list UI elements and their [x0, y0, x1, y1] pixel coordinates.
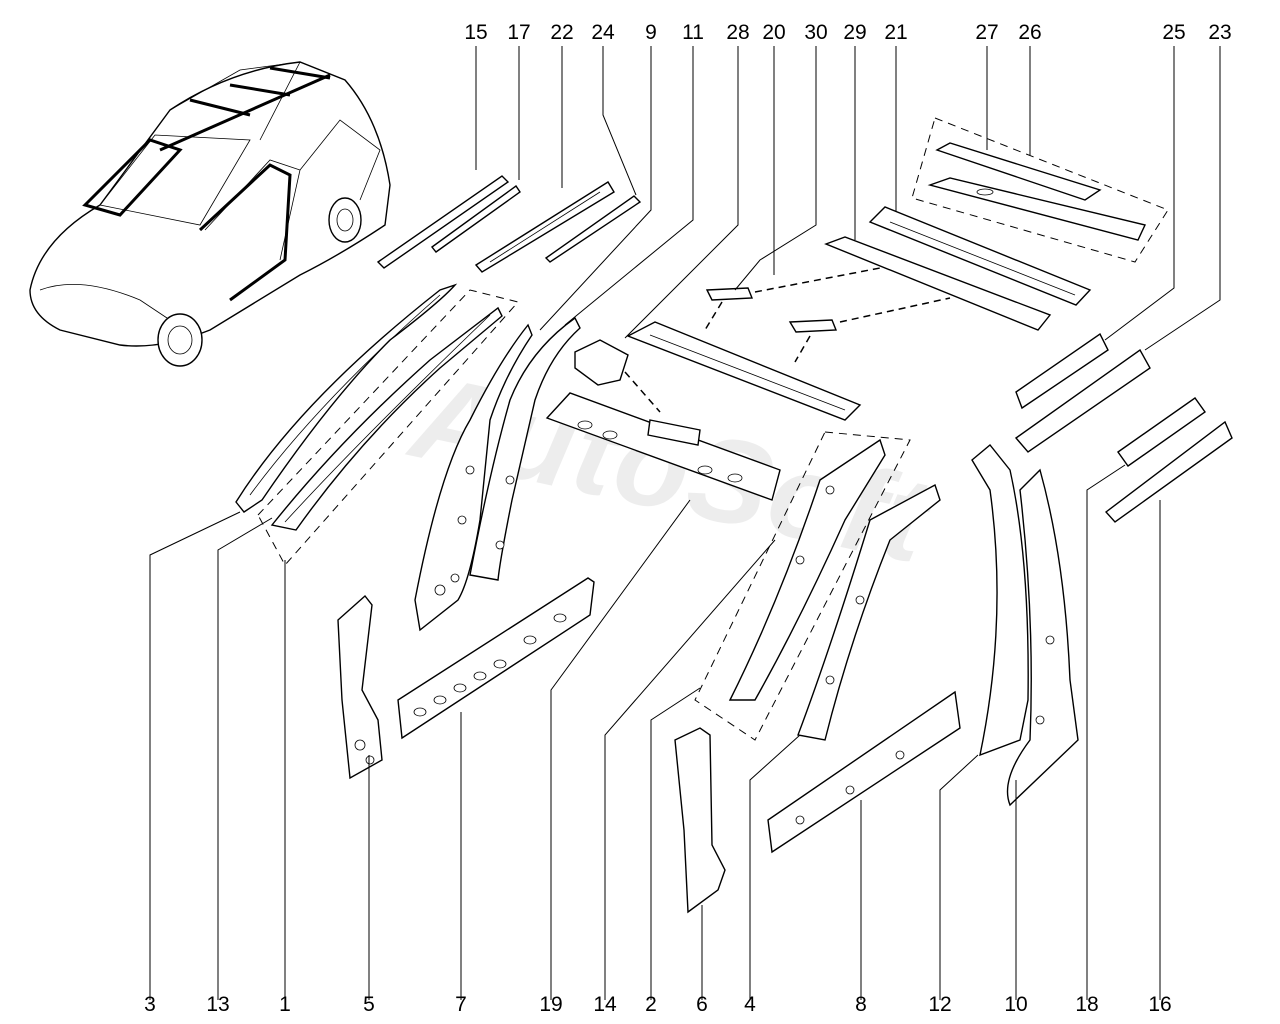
part-22-strip	[474, 181, 615, 273]
arrow-pad-a-down	[704, 301, 723, 331]
part-16-panel	[1104, 420, 1233, 523]
callout-7: 7	[455, 993, 467, 1016]
part-23-panel	[1014, 348, 1151, 453]
part-14-b-pillar	[728, 438, 886, 701]
arrow-pad-b-down	[794, 335, 811, 363]
part-26-rear-header-inner	[927, 177, 1146, 241]
part-19-front-header	[545, 392, 781, 501]
callout-3: 3	[144, 993, 156, 1016]
part-6-pillar-lower	[674, 727, 726, 914]
arrow-pad-a	[754, 267, 881, 293]
arrow-28-to-19	[624, 371, 661, 413]
callout-23: 23	[1208, 21, 1232, 44]
part-13-inner-rail	[270, 306, 503, 531]
part-15-strip	[376, 175, 510, 269]
callout-14: 14	[593, 993, 617, 1016]
callout-30: 30	[804, 21, 828, 44]
callout-28: 28	[726, 21, 750, 44]
arrow-pad-b	[839, 297, 951, 323]
callout-19: 19	[539, 993, 563, 1016]
part-27-reinforcement	[935, 142, 1102, 201]
callout-13: 13	[206, 993, 230, 1016]
callout-16: 16	[1148, 993, 1172, 1016]
part-20-roof-bow	[626, 321, 862, 421]
callout-15: 15	[464, 21, 488, 44]
part-21-rear-header	[868, 206, 1092, 306]
part-30-pad-b	[788, 319, 838, 333]
group-outline-1	[257, 289, 519, 566]
part-30-pad-a	[705, 287, 754, 301]
callout-18: 18	[1075, 993, 1099, 1016]
part-24-strip	[544, 195, 642, 263]
part-28-bracket	[574, 339, 629, 386]
part-12-c-pillar	[971, 444, 1029, 757]
callout-1: 1	[279, 993, 291, 1016]
callout-29: 29	[843, 21, 867, 44]
callout-11: 11	[682, 21, 704, 44]
part-3-roof-side-rail	[235, 283, 458, 513]
callout-2: 2	[645, 993, 657, 1016]
callout-10: 10	[1004, 993, 1028, 1016]
part-29-rear-bow	[824, 236, 1052, 331]
callout-24: 24	[591, 21, 615, 44]
callout-5: 5	[363, 993, 375, 1016]
part-11-a-pillar-inner	[469, 316, 581, 581]
part-10-c-pillar-outer	[1006, 468, 1079, 807]
callout-22: 22	[550, 21, 574, 44]
callout-27: 27	[975, 21, 999, 44]
part-17-strip	[430, 185, 521, 253]
callout-6: 6	[696, 993, 708, 1016]
callout-12: 12	[928, 993, 952, 1016]
part-5-pillar-lower	[337, 594, 383, 780]
callout-4: 4	[744, 993, 756, 1016]
part-4-b-pillar-inner	[797, 483, 941, 741]
callout-9: 9	[645, 21, 657, 44]
group-outline-3	[694, 431, 911, 741]
part-9-a-pillar	[414, 323, 533, 632]
callout-17: 17	[507, 21, 531, 44]
leader-lines	[149, 46, 1221, 1000]
callout-8: 8	[855, 993, 867, 1016]
part-7-sill	[397, 577, 595, 740]
callout-21: 21	[884, 21, 908, 44]
part-8-sill	[767, 690, 961, 854]
car-overview-illustration	[29, 61, 391, 367]
callout-26: 26	[1018, 21, 1042, 44]
callout-25: 25	[1162, 21, 1186, 44]
part-18-panel	[1117, 397, 1206, 467]
group-outline-2	[911, 117, 1169, 263]
callout-20: 20	[762, 21, 786, 44]
part-25-panel	[1015, 332, 1109, 410]
